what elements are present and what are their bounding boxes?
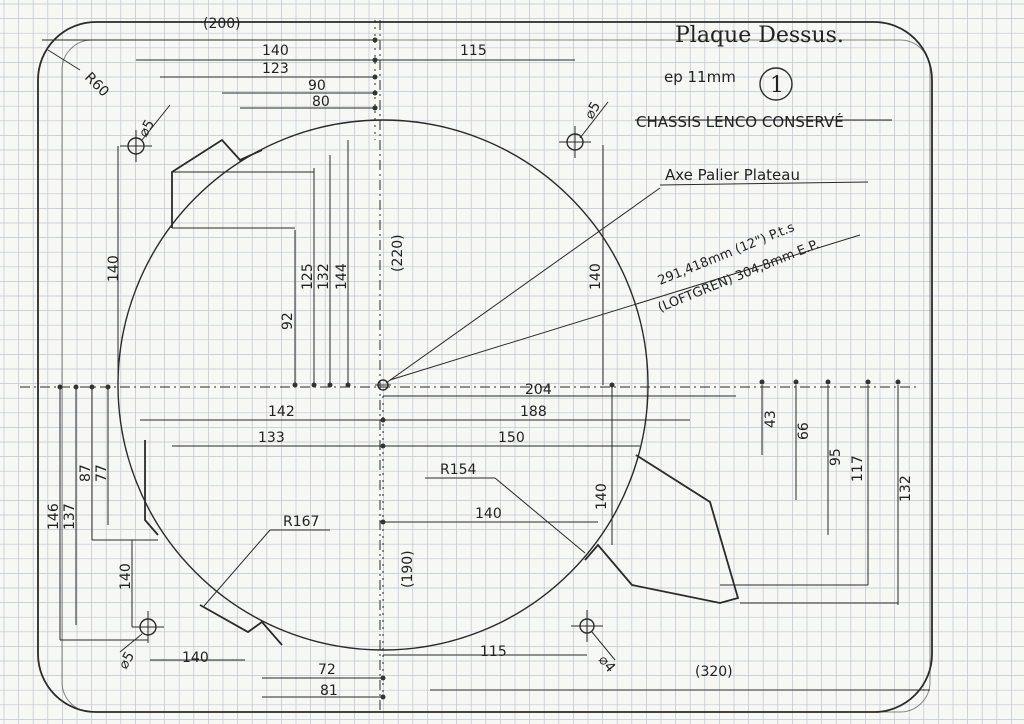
cutout-left	[144, 440, 159, 536]
dim-77: 77	[94, 464, 110, 482]
dim-r154: R154	[440, 462, 477, 478]
dim-204: 204	[525, 382, 552, 398]
dim-115-bottom: 115	[480, 644, 507, 660]
dim-220: (220)	[390, 234, 406, 272]
hole-bottom-right	[571, 610, 603, 642]
dim-132-right: 132	[898, 475, 914, 502]
leader-platter	[389, 234, 861, 381]
bearing-center	[375, 379, 391, 391]
dim-140-lowright: 140	[594, 483, 610, 510]
dim-115-top: 115	[460, 43, 487, 59]
dim-132-top: 132	[316, 263, 332, 290]
sheet-number-circle	[759, 67, 793, 101]
title: Plaque Dessus.	[675, 23, 844, 48]
hole-top-right	[559, 126, 591, 158]
hole-top-left	[120, 130, 152, 162]
reference-dots	[57, 37, 901, 700]
dim-81: 81	[320, 683, 338, 699]
dim-150: 150	[498, 430, 525, 446]
dim-66: 66	[796, 422, 812, 440]
dim-123: 123	[262, 61, 289, 77]
cutout-top-left	[171, 138, 263, 228]
hole-bottom-left	[132, 611, 164, 643]
dim-144: 144	[334, 263, 350, 290]
dim-phi4-br: ⌀4	[595, 652, 618, 676]
dim-80: 80	[312, 94, 330, 110]
dim-140-left: 140	[106, 255, 122, 282]
dim-320: (320)	[695, 664, 733, 680]
dim-140-lowleft: 140	[118, 563, 134, 590]
left-lower-dimension-lines	[59, 387, 158, 641]
dim-125: 125	[300, 263, 316, 290]
lower-horizontal-dimension-lines	[140, 395, 930, 698]
dim-phi5-bl: ⌀5	[116, 649, 139, 672]
dim-phi5-tl: ⌀5	[136, 117, 159, 140]
dim-146: 146	[46, 503, 62, 530]
cutout-bottom-left	[199, 604, 283, 646]
dim-133: 133	[258, 430, 285, 446]
dim-140-bottom: 140	[182, 650, 209, 666]
dim-137: 137	[62, 503, 78, 530]
dim-117: 117	[850, 455, 866, 482]
dim-140-right: 140	[588, 263, 604, 290]
dim-r167: R167	[283, 514, 319, 530]
plate-inner-frame	[61, 39, 931, 713]
dim-92: 92	[280, 312, 296, 330]
subtitle: CHASSIS LENCO CONSERVÉ	[636, 112, 844, 131]
dim-43: 43	[763, 410, 779, 428]
leader-axis-underline	[659, 181, 869, 186]
dim-72: 72	[318, 662, 336, 678]
dim-90: 90	[308, 78, 326, 94]
dim-140-top: 140	[262, 43, 289, 59]
dim-87: 87	[78, 464, 94, 482]
right-vertical-dimension-lines	[611, 385, 899, 605]
dim-phi5-tr: ⌀5	[582, 99, 605, 122]
radius-leaders	[47, 49, 892, 661]
dim-140-mid: 140	[475, 506, 502, 522]
axis-label: Axe Palier Plateau	[665, 166, 800, 184]
leader-axis	[385, 187, 661, 384]
dim-200: (200)	[203, 16, 241, 32]
left-vertical-dimension-lines	[117, 140, 604, 385]
sheet-number: 1	[770, 73, 784, 98]
dim-142: 142	[268, 404, 295, 420]
top-dimension-lines	[42, 39, 575, 109]
dim-r60: R60	[81, 70, 112, 101]
thickness-label: ep 11mm	[664, 68, 736, 86]
cutout-right	[584, 454, 740, 604]
dim-190: (190)	[400, 550, 416, 588]
dim-95: 95	[828, 448, 844, 466]
dim-188: 188	[520, 404, 547, 420]
